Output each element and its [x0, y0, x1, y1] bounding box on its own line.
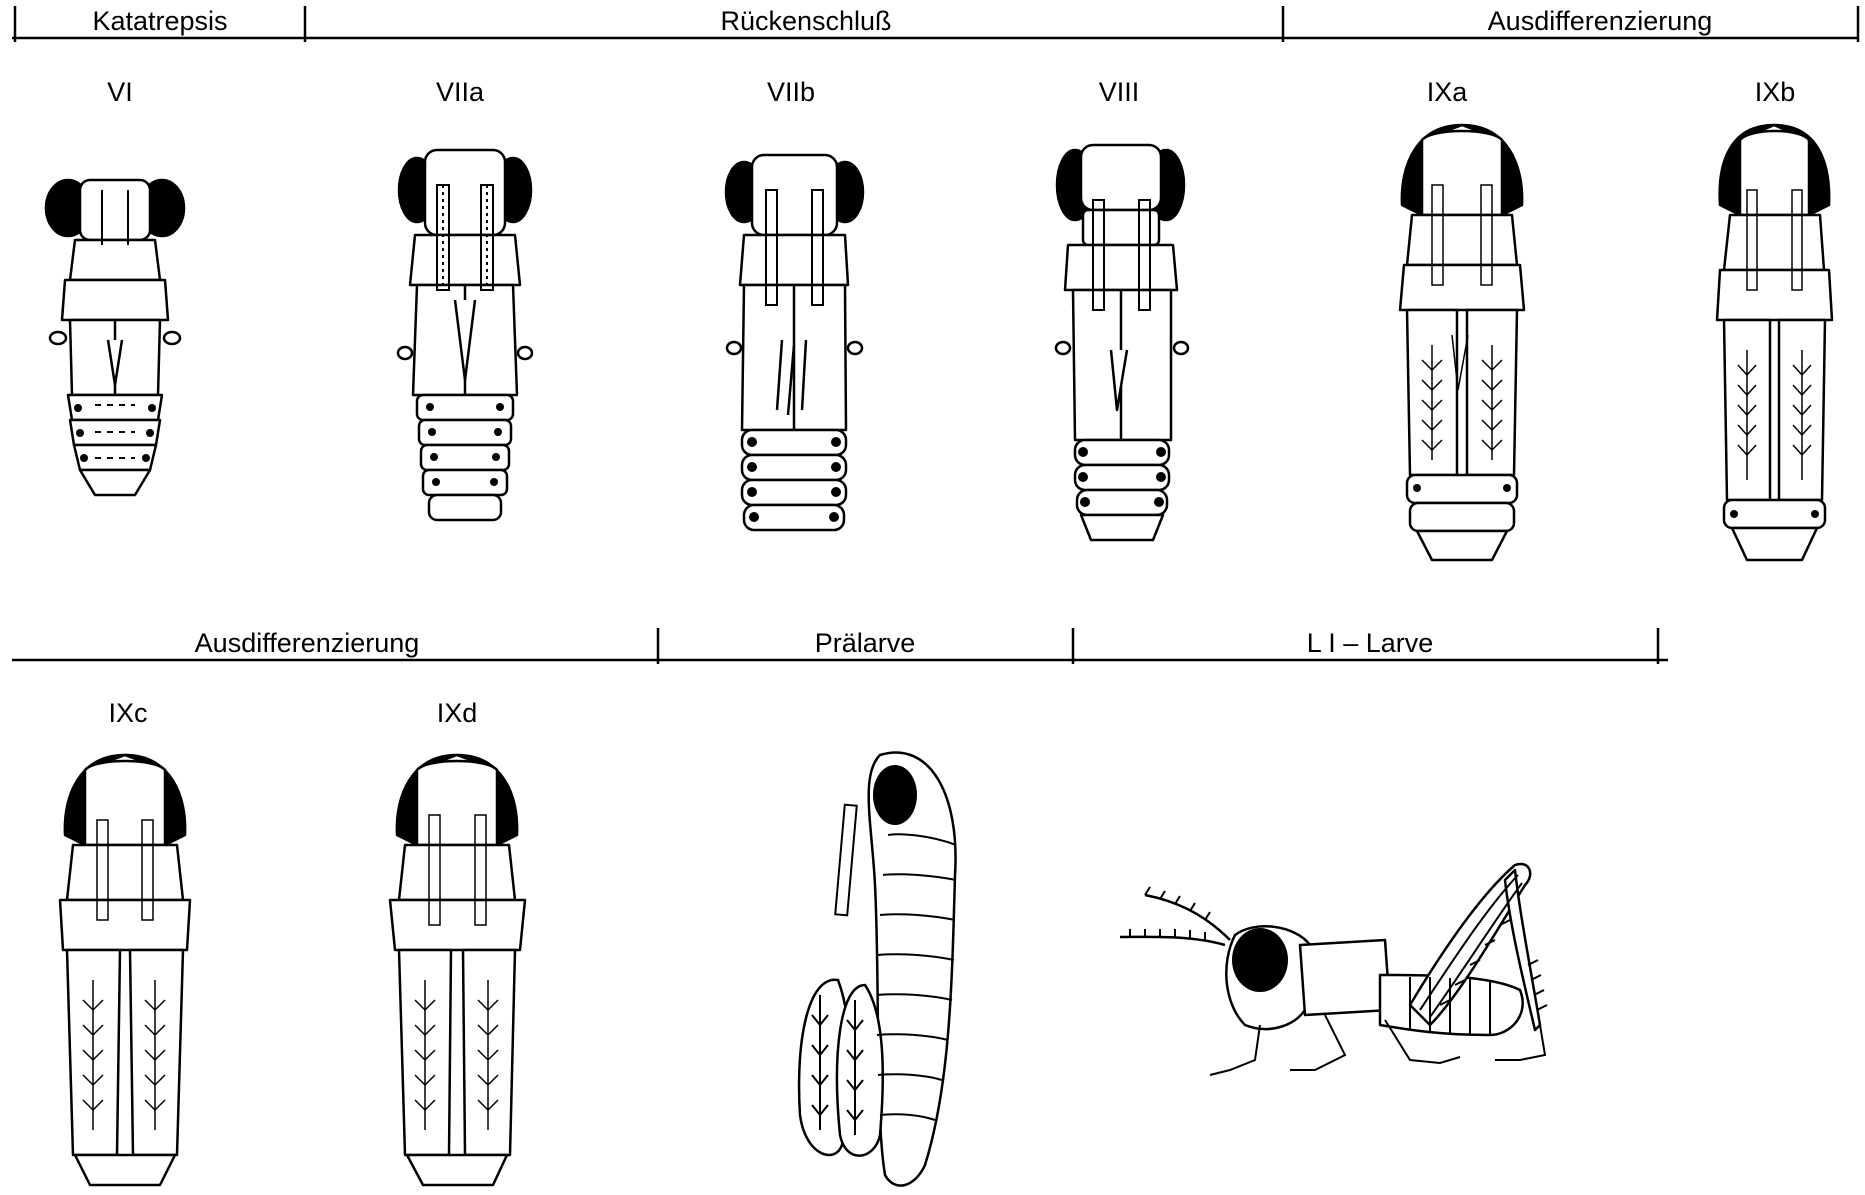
embryo-stage-ixb-drawing — [1712, 120, 1837, 570]
embryo-stage-viii-drawing — [1053, 140, 1188, 550]
phase-label-ausdifferenzierung-2: Ausdifferenzierung — [195, 628, 420, 658]
phase-label-katatrepsis: Katatrepsis — [92, 6, 227, 36]
stage-label-ixb: IXb — [1755, 77, 1796, 107]
embryo-stage-ixc-drawing — [55, 750, 195, 1190]
stage-label-ixa: IXa — [1427, 77, 1468, 107]
embryo-stage-ixa-drawing — [1392, 120, 1532, 570]
phase-label-ausdifferenzierung: Ausdifferenzierung — [1488, 6, 1713, 36]
stage-label-viib: VIIb — [767, 77, 815, 107]
praelarve-drawing — [780, 735, 965, 1195]
stage-label-viia: VIIa — [436, 77, 484, 107]
embryo-stage-ixd-drawing — [385, 750, 530, 1190]
phase-label-praelarve: Prälarve — [815, 628, 916, 658]
phase-label-l1-larve: L I – Larve — [1307, 628, 1434, 658]
embryo-stage-viia-drawing — [395, 145, 535, 535]
stage-label-vi: VI — [107, 77, 133, 107]
embryo-stage-viib-drawing — [722, 150, 867, 540]
stage-label-viii: VIII — [1099, 77, 1140, 107]
stage-label-ixc: IXc — [108, 698, 147, 728]
l1-larve-drawing — [1110, 825, 1610, 1085]
phase-label-rueckenschluss: Rückenschluß — [720, 6, 891, 36]
embryo-stage-vi-drawing — [40, 170, 190, 510]
stage-label-ixd: IXd — [437, 698, 478, 728]
